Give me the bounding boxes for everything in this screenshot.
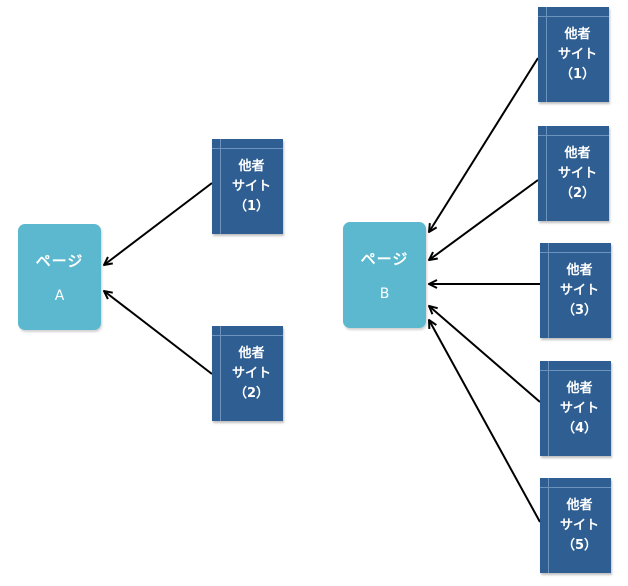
arrow-b-site4-to-page-b — [429, 306, 541, 403]
arrow-a-site1-to-page-a — [104, 182, 213, 265]
group-a-site-box-2: 他者 サイト （2） — [212, 326, 283, 421]
site-label: サイト — [557, 166, 597, 181]
site-number: （1） — [233, 199, 270, 214]
site-box-divider — [538, 135, 609, 136]
page-a-box: ページ A — [18, 224, 101, 330]
group-b-site-box-5: 他者 サイト （5） — [540, 478, 611, 573]
site-number: （2） — [233, 386, 270, 401]
site-label: 他者 — [238, 346, 265, 361]
site-label: サイト — [559, 283, 599, 298]
site-box-divider — [548, 243, 549, 338]
arrow-a-site2-to-page-a — [104, 291, 213, 375]
site-label: 他者 — [566, 263, 593, 278]
site-number: （1） — [559, 67, 596, 82]
site-label: サイト — [231, 366, 271, 381]
site-label: 他者 — [564, 27, 591, 42]
page-a-label: ページ — [35, 252, 84, 270]
group-b-site-box-3: 他者 サイト （3） — [540, 243, 611, 338]
site-box-divider — [540, 252, 611, 253]
site-label: サイト — [231, 179, 271, 194]
site-label: 他者 — [566, 381, 593, 396]
site-label: サイト — [557, 47, 597, 62]
site-box-divider — [548, 478, 549, 573]
page-b-letter: B — [379, 286, 390, 302]
site-label: サイト — [559, 401, 599, 416]
site-label: サイト — [559, 518, 599, 533]
site-label: 他者 — [566, 498, 593, 513]
site-box-divider — [220, 139, 221, 234]
group-b-site-box-2: 他者 サイト （2） — [538, 126, 609, 221]
site-number: （5） — [561, 538, 598, 553]
arrow-b-site1-to-page-b — [429, 57, 539, 232]
site-box-divider — [212, 148, 283, 149]
group-a-site-box-1: 他者 サイト （1） — [212, 139, 283, 234]
site-number: （2） — [559, 186, 596, 201]
site-box-divider — [546, 126, 547, 221]
site-box-divider — [546, 7, 547, 102]
group-b-site-box-1: 他者 サイト （1） — [538, 7, 609, 102]
group-b-site-box-4: 他者 サイト （4） — [540, 361, 611, 456]
arrow-b-site5-to-page-b — [429, 320, 541, 523]
site-number: （3） — [561, 303, 598, 318]
site-label: 他者 — [564, 146, 591, 161]
page-b-box: ページ B — [343, 222, 426, 328]
site-box-divider — [548, 361, 549, 456]
page-a-letter: A — [54, 288, 65, 304]
site-box-divider — [220, 326, 221, 421]
page-b-label: ページ — [360, 250, 409, 268]
site-box-divider — [540, 370, 611, 371]
site-label: 他者 — [238, 159, 265, 174]
site-box-divider — [212, 335, 283, 336]
site-box-divider — [540, 487, 611, 488]
site-box-divider — [538, 16, 609, 17]
arrow-b-site2-to-page-b — [429, 179, 539, 260]
site-number: （4） — [561, 421, 598, 436]
